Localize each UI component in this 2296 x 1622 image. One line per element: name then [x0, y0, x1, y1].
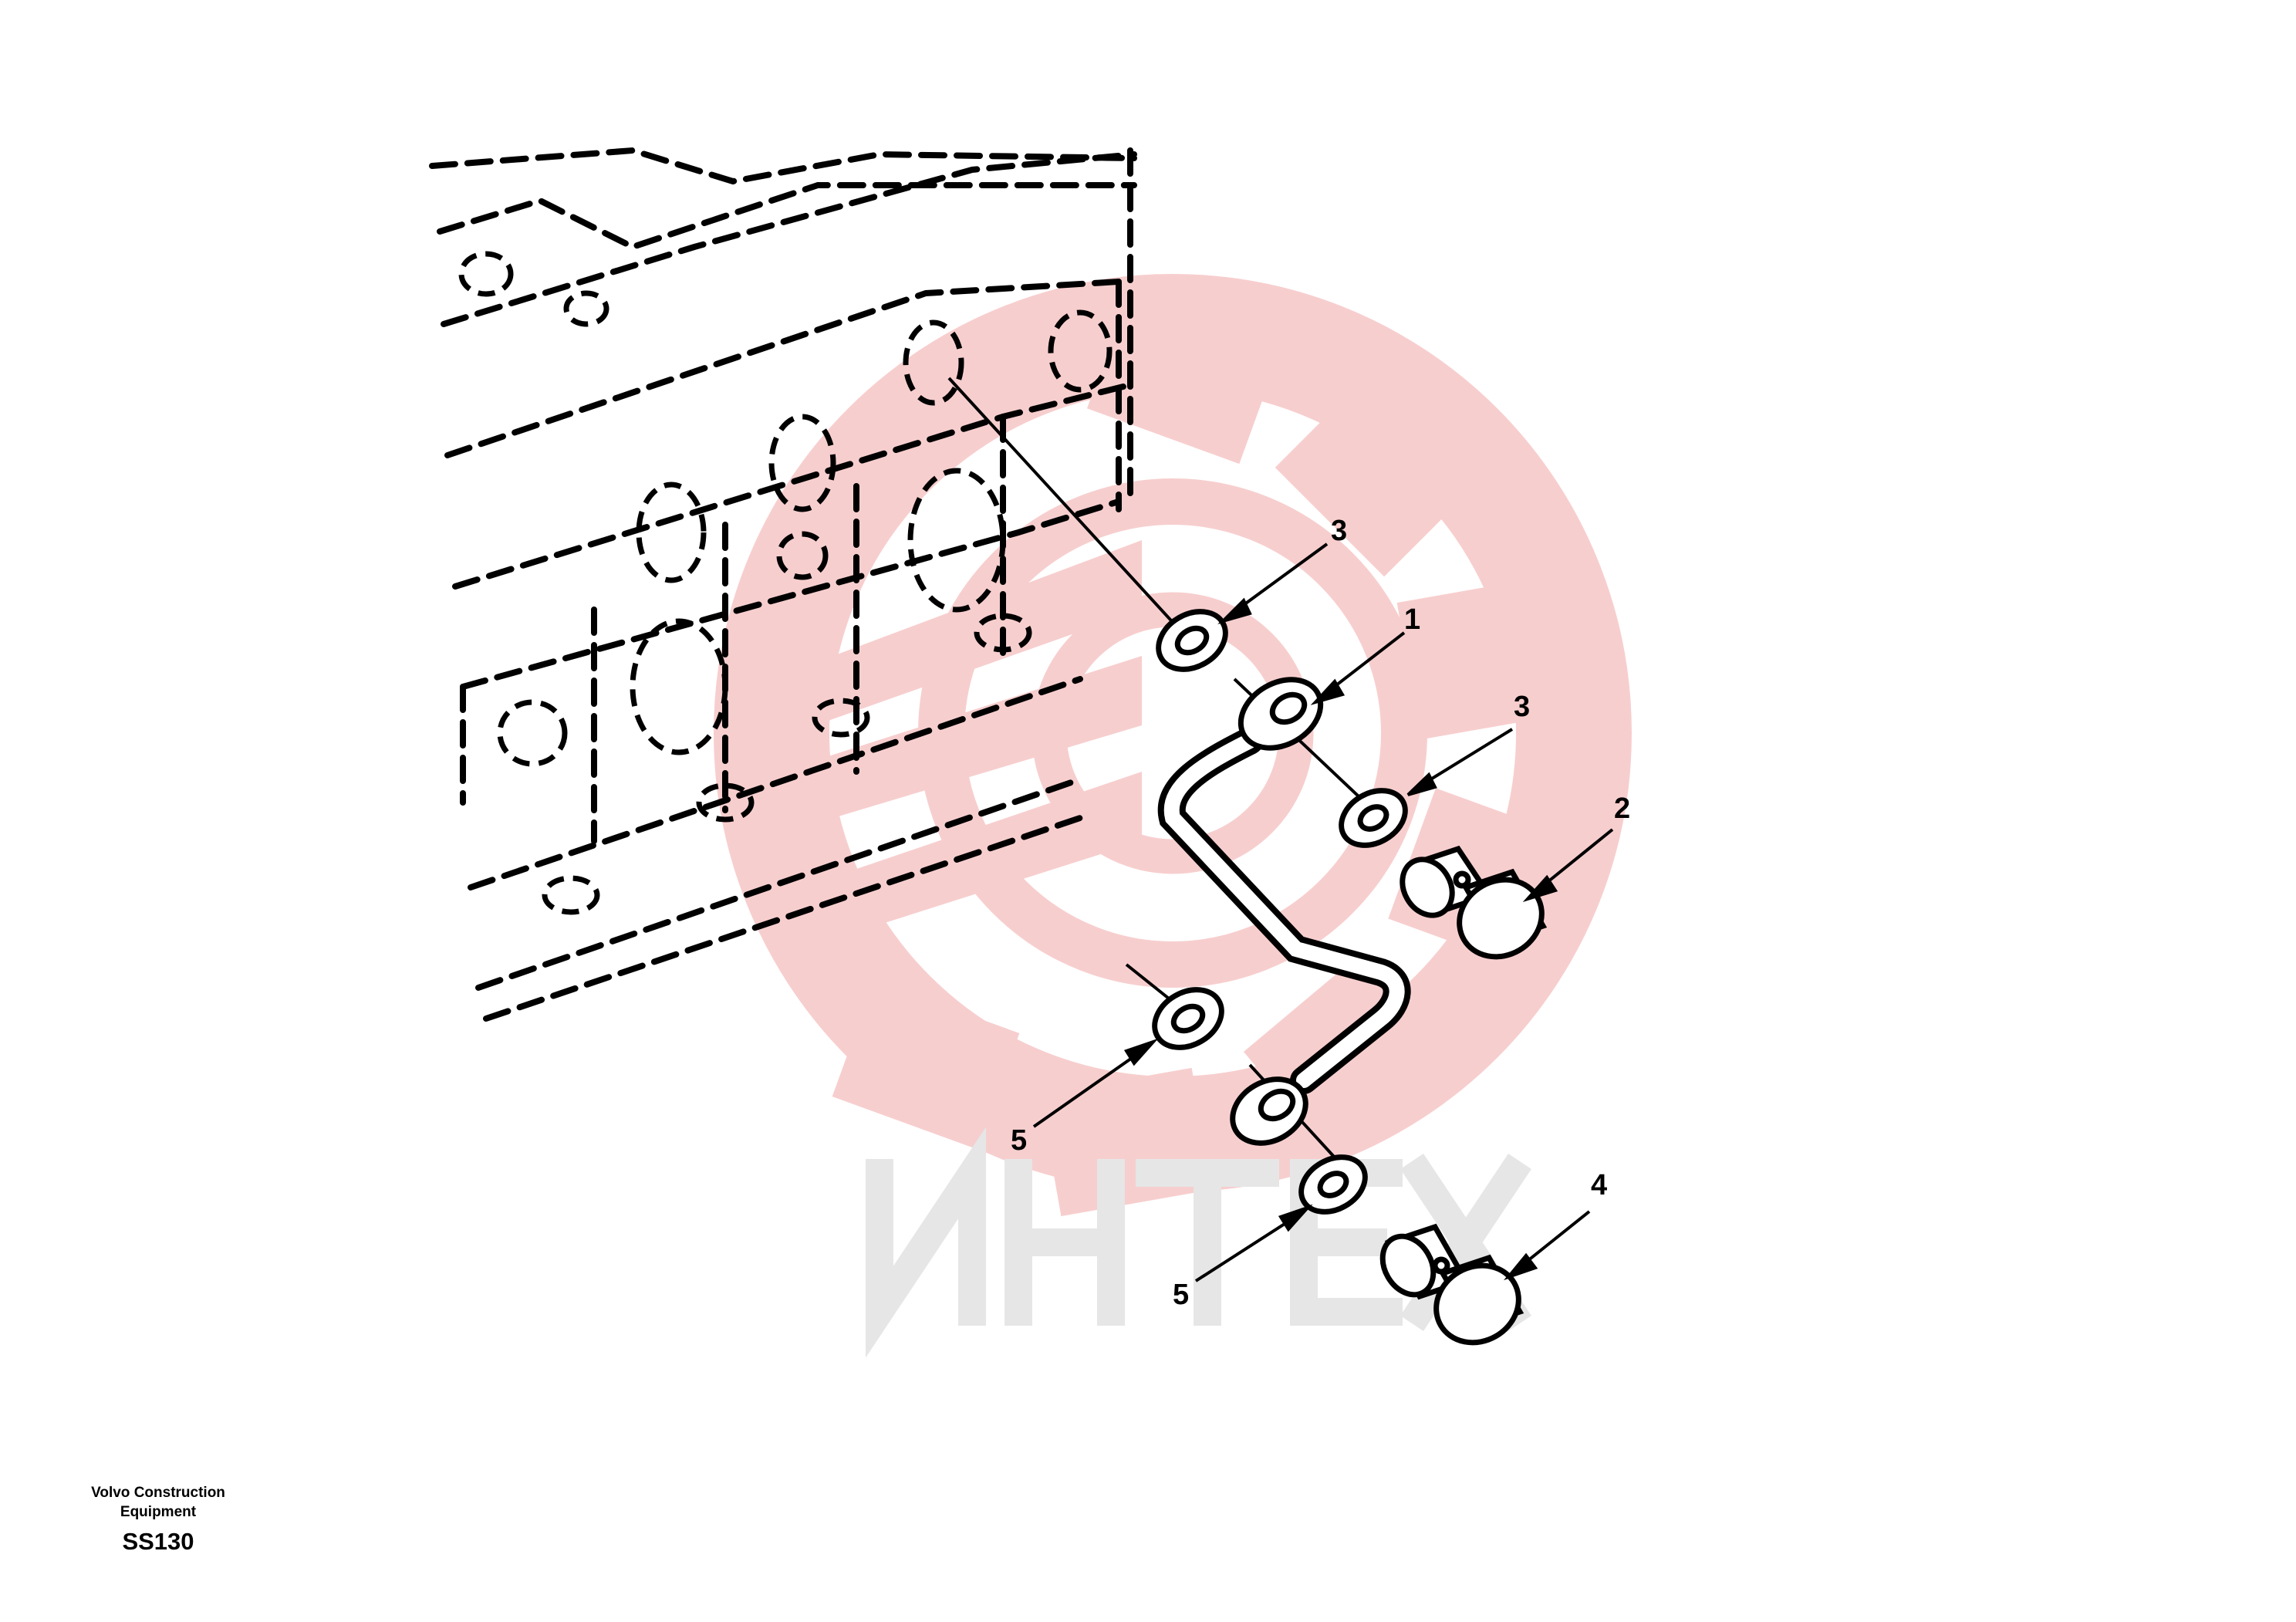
callout-1: 1 [1404, 603, 1420, 636]
washer-lower-1 [1152, 987, 1224, 1050]
callout-3-upper: 3 [1331, 515, 1347, 547]
banjo-bolt-lower [1379, 1223, 1524, 1346]
manufacturer-line-1: Volvo Construction [91, 1485, 225, 1501]
footer-identification: Volvo Construction Equipment SS130 [46, 1483, 270, 1556]
callout-5-right: 5 [1173, 1279, 1189, 1311]
banjo-bolt-upper [1400, 845, 1548, 960]
callout-leaders [1032, 542, 1614, 1282]
washer-upper-2 [1339, 788, 1408, 848]
engine-block-ports [458, 251, 1113, 915]
callout-2: 2 [1614, 792, 1630, 825]
washer-lower-2 [1298, 1154, 1368, 1215]
watermark-gear-icon [714, 274, 1632, 1217]
callout-4: 4 [1591, 1169, 1607, 1201]
callout-3-lower: 3 [1514, 691, 1530, 723]
manufacturer-line-2: Equipment [120, 1504, 197, 1520]
callout-5-left: 5 [1011, 1124, 1027, 1157]
oil-pipe [1157, 677, 1411, 1146]
model-code: SS130 [122, 1528, 194, 1555]
